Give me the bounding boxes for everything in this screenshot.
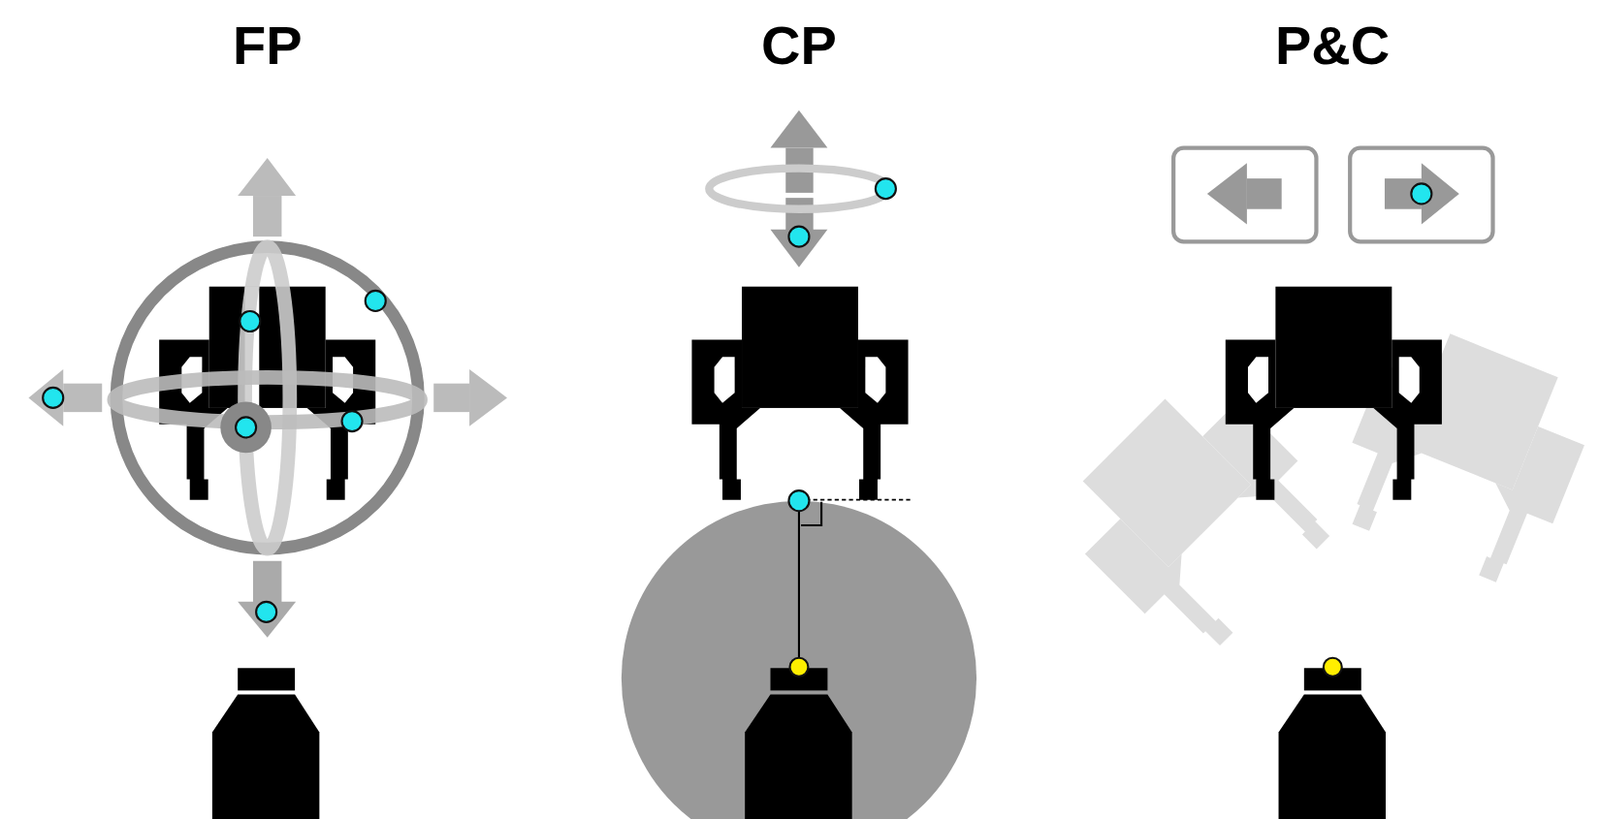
cp-panel (621, 110, 977, 819)
bottle (212, 668, 320, 819)
gripper (691, 287, 908, 501)
control-points (42, 290, 386, 623)
gripper (1225, 287, 1442, 501)
bottle (744, 668, 852, 819)
panel-title: FP (232, 18, 303, 73)
buttons (1173, 148, 1493, 243)
panel-title: P&C (1275, 18, 1390, 73)
reach-region (621, 501, 977, 819)
pc-panel (1047, 148, 1600, 819)
rotation-gimbal (114, 247, 421, 549)
panel-title: CP (761, 18, 837, 73)
gripper (159, 287, 376, 501)
fp-panel (28, 158, 508, 819)
bottle (1279, 668, 1386, 819)
